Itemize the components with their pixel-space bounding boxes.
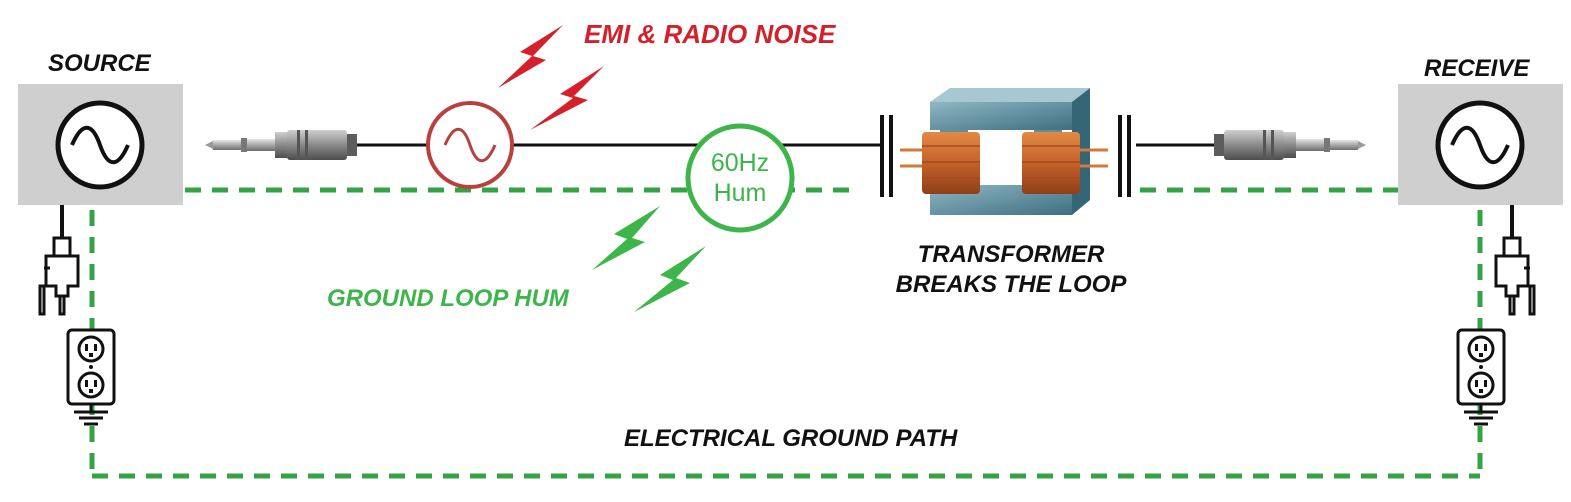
transformer-icon: [880, 88, 1131, 215]
receive-device: [1398, 84, 1563, 240]
receive-label: RECEIVE: [1424, 55, 1530, 82]
hum-label-line1: 60Hz: [710, 149, 770, 177]
source-device: [18, 84, 183, 240]
ground-loop-hum-label: GROUND LOOP HUM: [327, 285, 569, 312]
ground-symbol-icon: [74, 404, 108, 426]
wall-outlet-icon: [1456, 328, 1506, 406]
emi-noise-label: EMI & RADIO NOISE: [584, 19, 836, 49]
wall-outlet-icon: [66, 328, 116, 406]
emi-noise-source: [426, 101, 514, 189]
source-label: SOURCE: [48, 50, 151, 77]
hum-label-line2: Hum: [713, 179, 767, 207]
ground-symbol-icon: [1464, 404, 1498, 426]
power-plug-icon: [1494, 236, 1536, 316]
ground-path-lines: [89, 187, 1483, 479]
transformer-label-line2: BREAKS THE LOOP: [895, 271, 1127, 298]
ground-path-label: ELECTRICAL GROUND PATH: [624, 425, 958, 452]
hum-indicator: [685, 123, 795, 233]
audio-plug-icon: [1214, 130, 1366, 160]
power-plug-icon: [38, 236, 80, 316]
transformer-label-line1: TRANSFORMER: [917, 241, 1105, 268]
lightning-bolt-icon: [592, 206, 706, 312]
audio-plug-icon: [205, 130, 357, 160]
lightning-bolt-icon: [498, 25, 604, 130]
